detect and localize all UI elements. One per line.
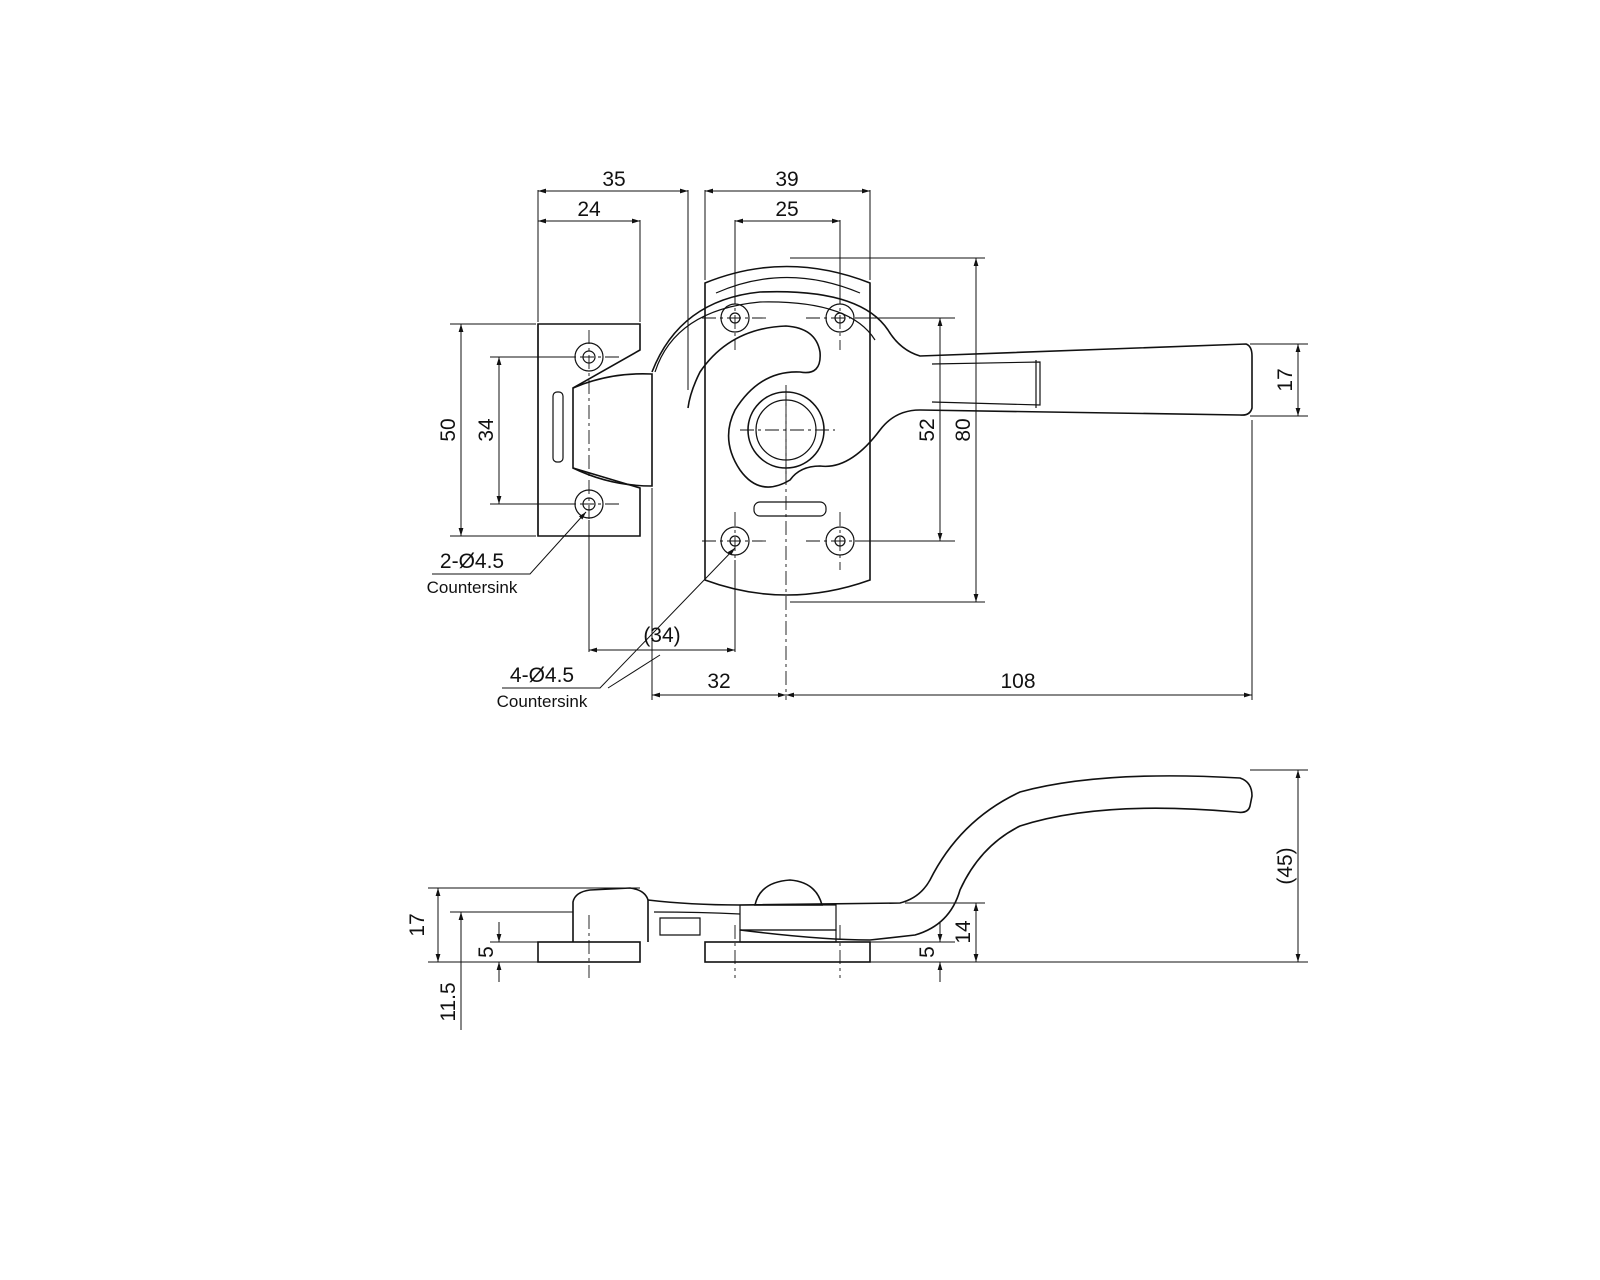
dim-34-left: 34 <box>475 418 498 442</box>
side-dimension-lines <box>435 770 1301 1030</box>
dim-side-14: 14 <box>952 920 975 944</box>
extension-lines <box>450 190 1308 700</box>
hole-note-4-sub: Countersink <box>497 692 588 711</box>
dim-side-5-right: 5 <box>916 946 939 958</box>
dim-39: 39 <box>775 168 798 191</box>
dim-52: 52 <box>916 418 939 441</box>
hole-note-2-label: 2-Ø4.5 <box>440 550 504 573</box>
dim-side-45: (45) <box>1274 847 1297 884</box>
hole-note-4-label: 4-Ø4.5 <box>510 664 574 687</box>
dim-80: 80 <box>952 418 975 441</box>
dim-24: 24 <box>577 198 601 221</box>
side-view: 17 5 11.5 5 14 (45) <box>406 769 1308 1030</box>
dim-35: 35 <box>602 168 625 191</box>
top-view: 35 24 39 25 50 34 52 80 17 (34) 32 108 2… <box>427 168 1308 711</box>
hole-note-2-sub: Countersink <box>427 578 518 597</box>
dim-17-handle: 17 <box>1274 368 1297 391</box>
dim-32: 32 <box>707 670 730 693</box>
dim-108: 108 <box>1000 670 1035 693</box>
dimension-lines <box>458 188 1301 698</box>
base-plate-side <box>704 941 871 963</box>
dim-side-11-5: 11.5 <box>437 982 460 1021</box>
base-plate <box>702 265 874 596</box>
latch-hook <box>651 290 1253 488</box>
dim-50: 50 <box>437 418 460 441</box>
dim-side-17: 17 <box>406 913 429 936</box>
dim-25: 25 <box>775 198 798 221</box>
dim-side-5-left: 5 <box>475 946 498 958</box>
leader-lines <box>432 511 736 689</box>
dim-34-bottom: (34) <box>643 624 680 647</box>
side-extension-lines <box>428 769 1308 963</box>
